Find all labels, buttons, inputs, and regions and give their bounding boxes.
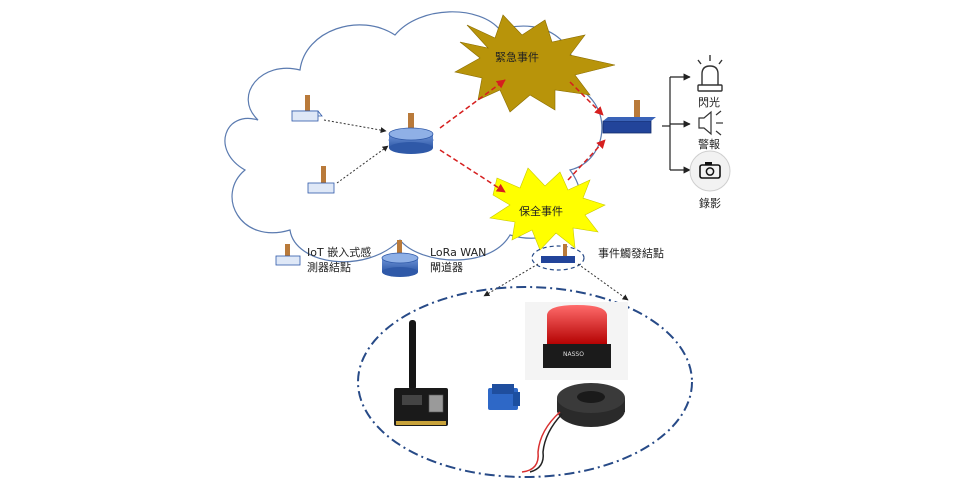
legend-sensor-line2: 測器結點 <box>307 260 351 274</box>
camera-icon <box>689 150 731 192</box>
sensor1-to-gateway-arrow <box>323 119 387 134</box>
buzzer-image <box>521 383 625 473</box>
trigger-node-small <box>541 244 575 263</box>
light-brand-label: NASSO <box>563 351 584 358</box>
security-to-trigger-arrow <box>567 139 606 181</box>
legend-sensor-icon <box>275 244 301 266</box>
zoom-line-left <box>483 263 539 297</box>
emergency-event-label: 緊急事件 <box>495 50 539 64</box>
zoom-line-right <box>577 263 629 301</box>
sensor-node-2 <box>307 166 335 194</box>
flash-light-icon <box>697 55 723 92</box>
hardware-detail-ellipse <box>357 286 693 478</box>
sensor-node-1 <box>291 95 323 122</box>
output-bracket <box>662 73 691 174</box>
red-warning-light-image: NASSO <box>525 302 628 380</box>
legend-sensor-line1: IoT 嵌入式感 <box>307 246 371 259</box>
legend-gateway-icon <box>381 240 419 277</box>
legend-gateway-line1: LoRa WAN <box>430 246 486 259</box>
legend-gateway-line2: 閘道器 <box>430 260 463 274</box>
lora-gateway <box>388 113 434 154</box>
security-event-label: 保全事件 <box>519 204 563 218</box>
security-event-burst <box>489 167 606 251</box>
gateway-to-security-arrow <box>439 149 506 193</box>
output-flash-label: 閃光 <box>698 95 720 109</box>
output-alarm-label: 警報 <box>698 137 720 151</box>
gateway-to-emergency-arrow <box>439 79 506 129</box>
trigger-node-highlight <box>531 245 585 271</box>
trigger-node-label: 事件觸發結點 <box>598 246 664 260</box>
trigger-node-main <box>602 100 656 134</box>
output-record-label: 錄影 <box>699 196 721 210</box>
lora-board-image <box>394 320 448 426</box>
sensor2-to-gateway-arrow <box>336 145 389 184</box>
speaker-alarm-icon <box>698 110 723 136</box>
relay-module-image <box>488 384 520 410</box>
